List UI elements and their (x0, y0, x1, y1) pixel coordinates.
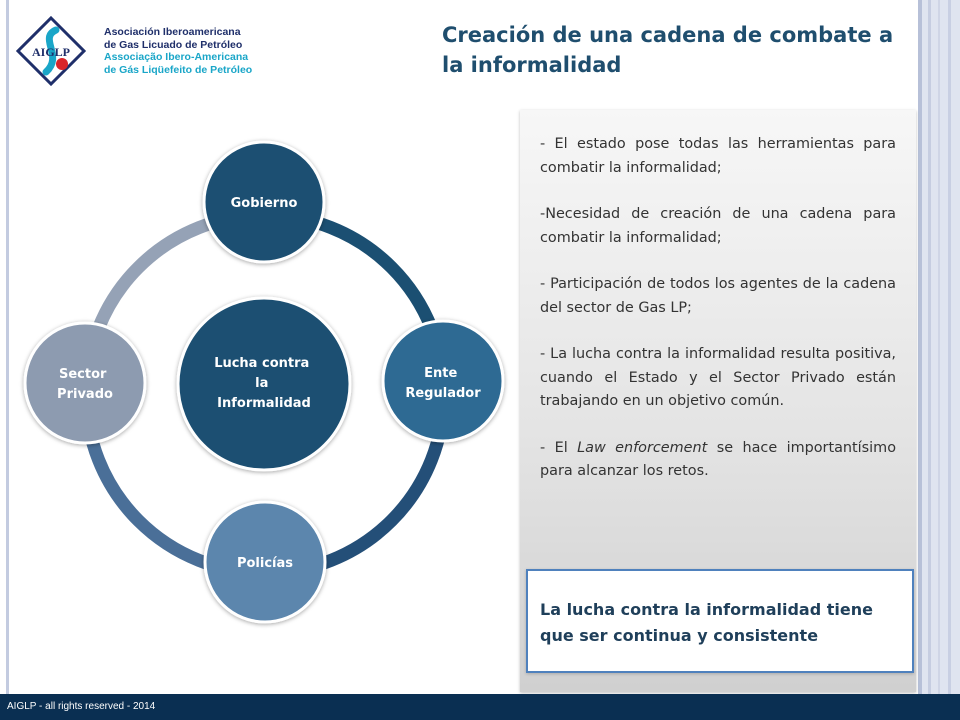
footer-copyright: AIGLP - all rights reserved - 2014 (7, 701, 156, 712)
footer-bar: AIGLP - all rights reserved - 2014 (0, 694, 960, 720)
aiglp-logo: AIGLP Asociación Iberoamericana de Gas L… (12, 12, 254, 92)
left-border-line (6, 0, 9, 694)
cycle-diagram: Lucha contra la Informalidad Gobierno En… (23, 140, 505, 624)
node-sector-label-line-2: Privado (57, 387, 113, 402)
bullet-4: - La lucha contra la informalidad result… (540, 346, 896, 409)
center-label-line-3: Informalidad (217, 396, 311, 411)
node-policias-label: Policías (237, 556, 293, 571)
node-policias: Policías (203, 500, 327, 624)
node-gobierno: Gobierno (202, 140, 326, 264)
logo-mark-text: AIGLP (32, 45, 70, 59)
svg-text:Lucha contra la In: Lucha contra la Informalidad (214, 356, 314, 411)
svg-text:Ente Regulador: Ente Regulador (405, 366, 481, 401)
aiglp-diamond-logo-icon: AIGLP (16, 16, 86, 86)
node-sector-privado: Sector Privado (23, 321, 147, 445)
callout-box: La lucha contra la informalidad tiene qu… (526, 569, 914, 673)
callout-text: La lucha contra la informalidad tiene qu… (540, 600, 873, 645)
logo-organization-name: Asociación Iberoamericana de Gas Licuado… (104, 26, 253, 76)
law-enforcement-term: Law enforcement (577, 439, 708, 456)
node-gobierno-label: Gobierno (231, 196, 298, 211)
node-sector-label-line-1: Sector (59, 367, 107, 382)
node-ente-label-line-2: Regulador (405, 386, 481, 401)
bullet-2: -Necesidad de creación de una cadena par… (540, 206, 896, 246)
bullet-3: - Participación de todos los agentes de … (540, 276, 896, 316)
title-line-1: Creación de una cadena de combate a (442, 23, 894, 47)
center-label-line-1: Lucha contra (214, 356, 309, 371)
slide-title: Creación de una cadena de combate a la i… (442, 20, 902, 80)
svg-text:Sector Privado: Sector Privado (57, 367, 113, 402)
bullet-1: - El estado pose todas las herramientas … (540, 136, 896, 176)
title-line-2: la informalidad (442, 53, 622, 77)
bullet-list: - El estado pose todas las herramientas … (540, 133, 896, 507)
node-ente-label-line-1: Ente (424, 366, 457, 381)
bullet-5: - El Law enforcement se hace importantís… (540, 439, 896, 480)
center-label-line-2: la (255, 376, 268, 391)
node-ente-regulador: Ente Regulador (381, 319, 505, 443)
right-decorative-stripes (918, 0, 960, 694)
center-node: Lucha contra la Informalidad (176, 296, 352, 472)
